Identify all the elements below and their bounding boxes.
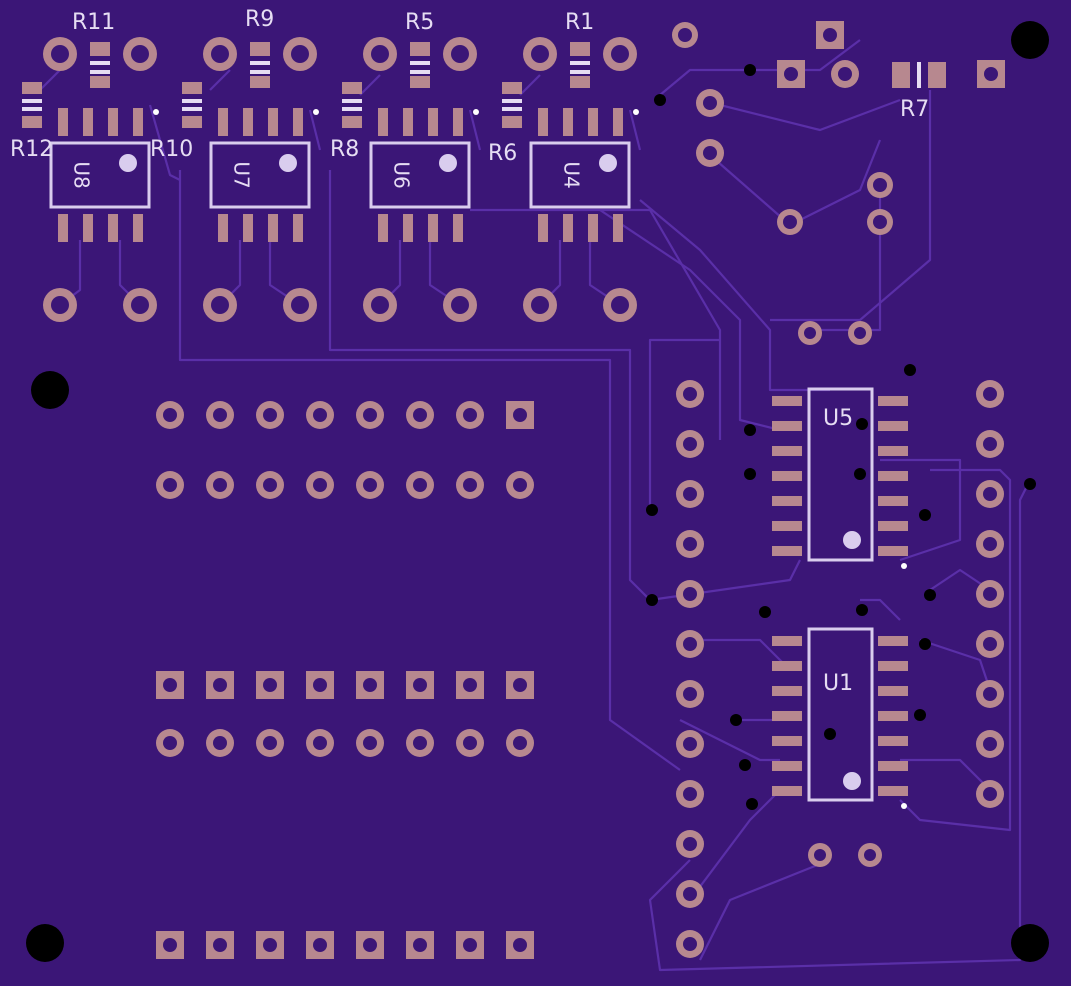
header-row-4 <box>156 729 534 757</box>
ic-U4 <box>529 108 639 242</box>
header-row-5 <box>156 931 534 959</box>
label-R1: R1 <box>565 10 594 35</box>
resistor-R7 <box>892 62 946 88</box>
label-R8: R8 <box>330 137 359 162</box>
label-R12: R12 <box>10 137 53 162</box>
resistor-R6 <box>502 82 522 128</box>
ic-U6 <box>369 108 479 242</box>
ic-U5 <box>772 387 908 569</box>
label-U6: U6 <box>390 161 414 188</box>
label-R11: R11 <box>72 10 115 35</box>
vias <box>646 64 1036 810</box>
label-R7: R7 <box>900 97 929 122</box>
label-U5: U5 <box>823 406 853 431</box>
small-ic-output-pads <box>43 288 637 322</box>
resistor-R12 <box>22 82 42 128</box>
resistor-R10 <box>182 82 202 128</box>
right-ic-header-column <box>976 380 1004 808</box>
mounting-holes <box>26 21 1049 962</box>
left-ic-header-column <box>676 380 704 958</box>
label-U1: U1 <box>823 671 853 696</box>
ic-U1 <box>772 627 908 809</box>
label-R9: R9 <box>245 7 274 32</box>
resistor-R9 <box>203 37 317 88</box>
resistor-R11 <box>43 37 157 88</box>
upper-right-pads <box>672 21 1005 345</box>
resistor-R1 <box>523 37 637 88</box>
header-row-3 <box>156 671 534 699</box>
label-R10: R10 <box>150 137 193 162</box>
resistor-R8 <box>342 82 362 128</box>
small-ic-row <box>49 108 639 242</box>
header-row-1 <box>156 401 534 429</box>
label-R6: R6 <box>488 141 517 166</box>
header-row-2 <box>156 471 534 499</box>
ic-U7 <box>209 108 319 242</box>
label-U8: U8 <box>70 161 94 188</box>
label-U7: U7 <box>230 161 254 188</box>
center-header <box>156 401 534 959</box>
silkscreen-labels: R11 R9 R5 R1 R12 R10 R8 R6 R7 U8 U7 U6 U… <box>10 7 929 696</box>
label-R5: R5 <box>405 10 434 35</box>
top-resistor-row <box>43 37 637 88</box>
side-resistors <box>22 62 946 128</box>
label-U4: U4 <box>560 161 584 188</box>
u1-bottom-pads <box>808 843 882 867</box>
resistor-R5 <box>363 37 477 88</box>
ic-U8 <box>49 108 159 242</box>
